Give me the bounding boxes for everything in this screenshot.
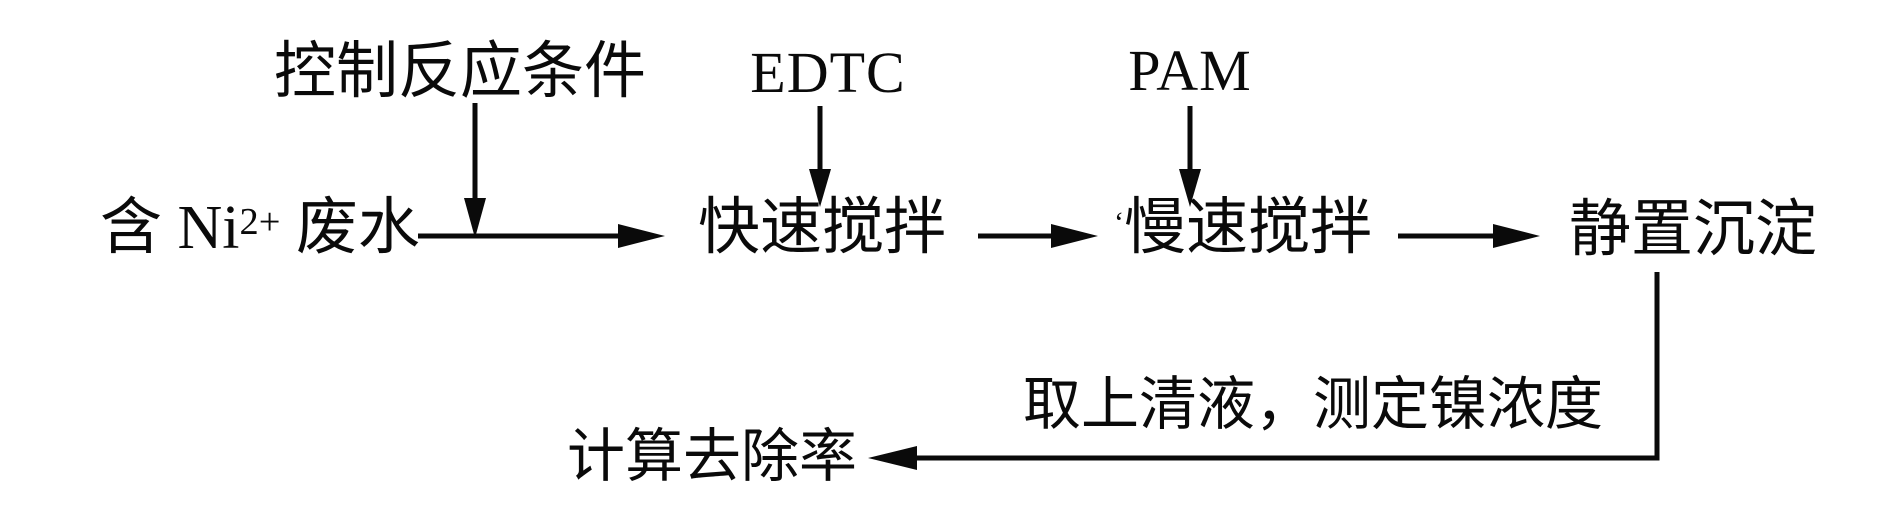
wastewater-label-suffix: 废水 [280,194,420,262]
slow-stirring-text: 慢速搅拌 [1123,194,1373,262]
control-conditions-down-arrow [464,103,486,238]
return-arrow-path [912,272,1660,461]
flow-arrow-fast-to-slow [978,224,1098,248]
settling-label: 静置沉淀 [1568,196,1818,264]
removal-rate-label: 计算去除率 [566,424,858,489]
slow-stirring-label: ʻ慢速搅拌 [1113,194,1373,262]
right-arrowhead-icon [618,224,665,248]
wastewater-label-prefix: 含 Ni [100,194,240,262]
edtc-label: EDTC [750,40,906,105]
edtc-down-arrow [809,106,831,207]
right-arrowhead-icon [1051,224,1098,248]
down-arrowhead-icon [809,169,831,207]
fast-stirring-label: 快速搅拌 [697,194,947,262]
right-arrowhead-icon [1493,224,1540,248]
down-arrowhead-icon [1179,169,1201,207]
sampling-note-label: 取上清液，测定镍浓度 [1022,372,1604,437]
pam-label: PAM [1128,38,1252,103]
down-arrowhead-icon [464,198,486,238]
flow-arrow-wastewater-to-fast [418,224,665,248]
wastewater-label: 含 Ni2+ 废水 [100,194,420,262]
scan-artifact-mark: ʻ [1113,206,1124,239]
wastewater-superscript: 2+ [239,201,281,243]
flow-arrow-slow-to-settle [1398,224,1540,248]
pam-down-arrow [1179,106,1201,207]
left-arrowhead-icon [868,446,917,470]
control-conditions-label: 控制反应条件 [273,38,647,106]
supernatant-return-arrow [868,272,1660,470]
